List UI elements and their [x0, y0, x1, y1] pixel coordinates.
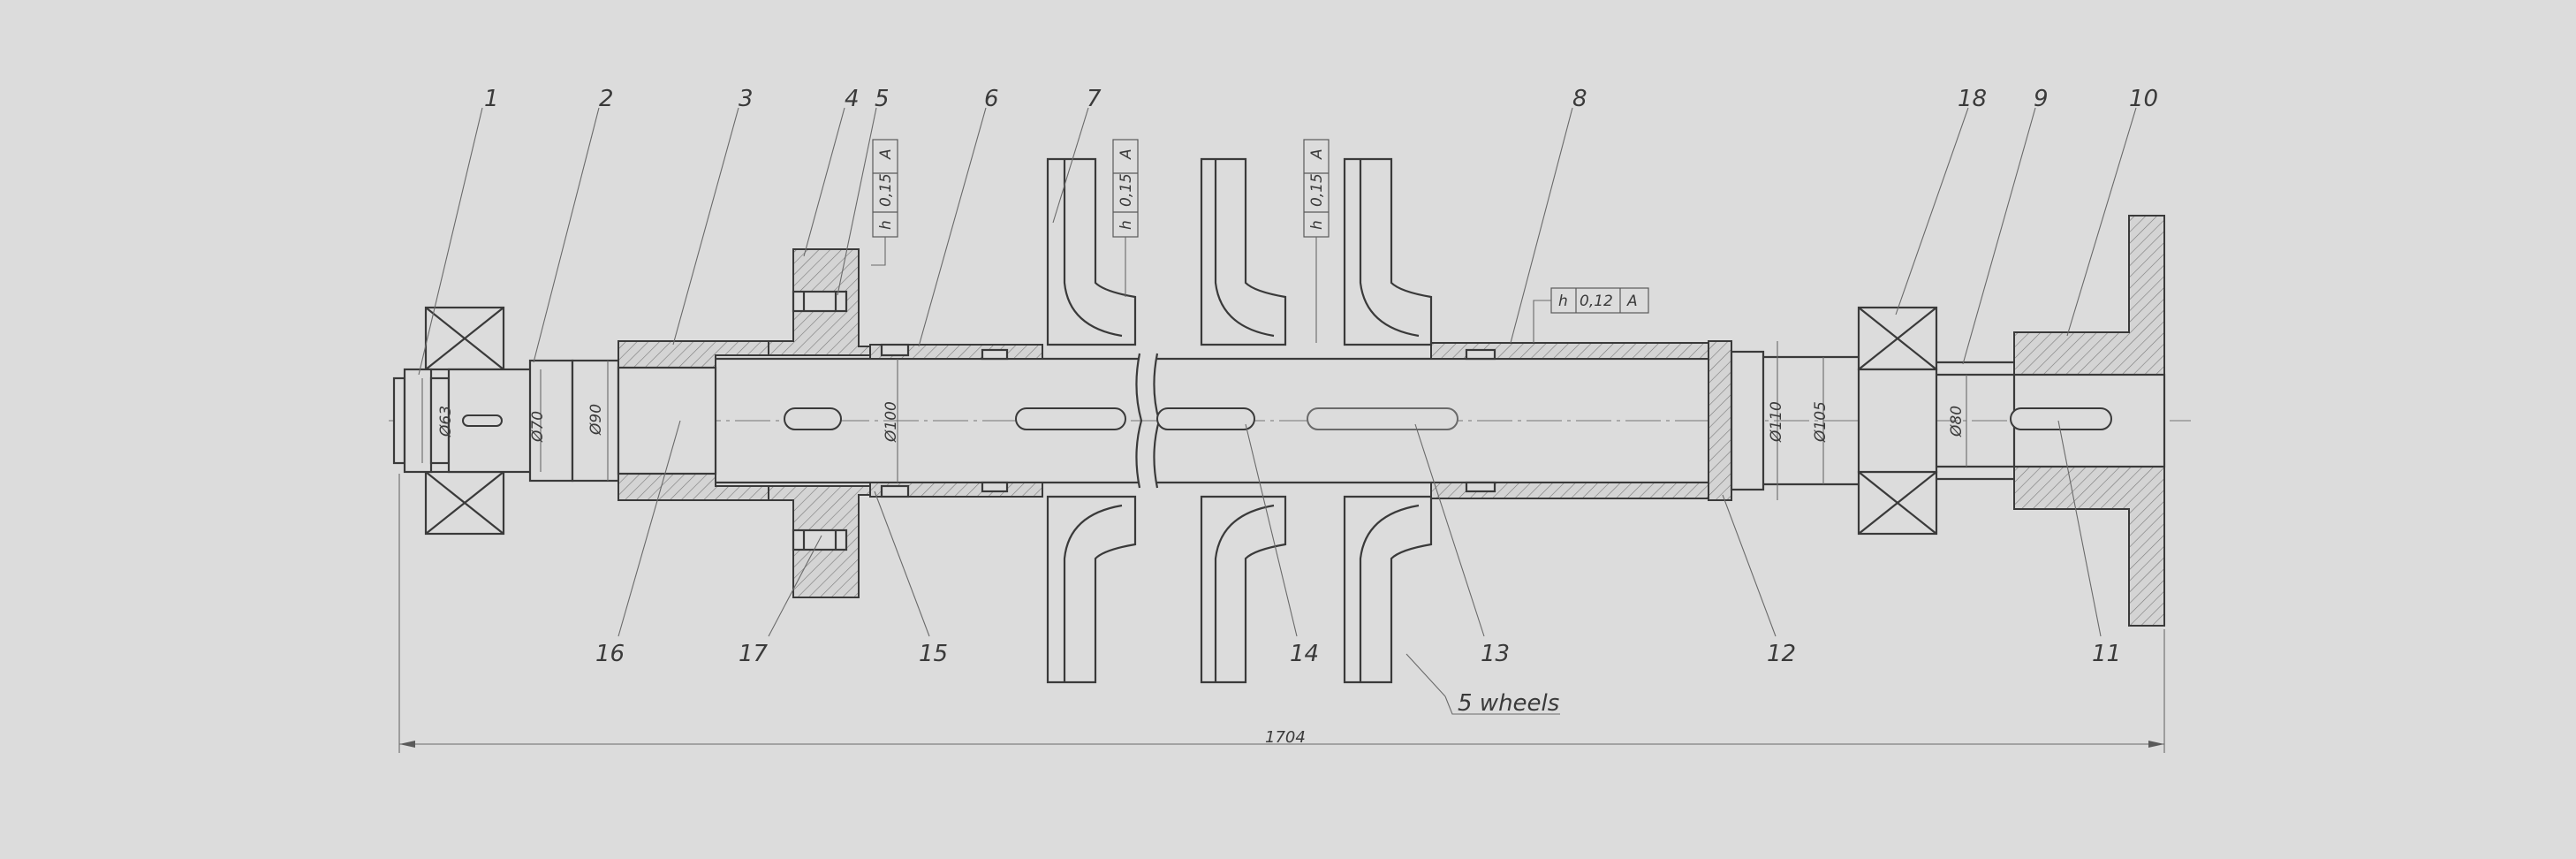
callout-3: 3 [739, 86, 754, 112]
callout-4: 4 [845, 86, 860, 112]
callout-17: 17 [739, 641, 769, 667]
impeller-wheel-3 [1343, 157, 1433, 684]
tolerance-frame-3: A 0,15 h [1303, 139, 1330, 343]
callout-14: 14 [1290, 641, 1319, 667]
callout-11: 11 [2092, 641, 2121, 667]
coupling [2010, 215, 2166, 627]
tol-3-value: 0,15 [1308, 173, 1326, 207]
tol-2-symbol: h [1118, 220, 1135, 230]
callout-5: 5 [875, 86, 890, 112]
main-shaft [716, 353, 1731, 489]
dim-90: Ø90 [587, 404, 605, 436]
tolerance-frame-2: A 0,15 h [1112, 139, 1139, 297]
diameter-dimensions: Ø63 Ø70 Ø90 Ø100 Ø110 Ø105 Ø80 [421, 341, 1967, 500]
right-bearing [1857, 306, 2014, 536]
callout-2: 2 [599, 86, 614, 112]
callout-9: 9 [2034, 86, 2049, 112]
dim-80: Ø80 [1948, 406, 1966, 437]
right-sleeve [1430, 342, 1732, 499]
callout-18: 18 [1958, 86, 1987, 112]
impeller-wheel-1 [1046, 157, 1137, 684]
tol-2-datum: A [1118, 148, 1135, 160]
callout-6: 6 [984, 86, 999, 112]
hub-sleeve [869, 343, 1043, 498]
dim-100: Ø100 [883, 401, 900, 443]
tol-1-symbol: h [877, 220, 895, 230]
tol-4-value: 0,12 [1580, 293, 1613, 310]
callout-7: 7 [1087, 86, 1102, 112]
tol-1-value: 0,15 [877, 173, 895, 207]
callout-15: 15 [919, 641, 948, 667]
dim-70: Ø70 [529, 411, 547, 443]
dim-105: Ø105 [1812, 401, 1830, 443]
collar-110 [1708, 340, 1859, 501]
callout-leaders [418, 107, 2137, 715]
total-length-label: 1704 [1265, 728, 1306, 747]
tolerance-frame-1: A 0,15 h [871, 139, 898, 266]
wheels-note: 5 wheels [1458, 690, 1559, 717]
tol-3-symbol: h [1308, 220, 1326, 230]
dim-63: Ø63 [437, 406, 455, 437]
sleeve-90 [571, 340, 769, 501]
impeller-wheel-2 [1200, 157, 1287, 684]
journal-70 [447, 359, 574, 483]
tol-1-datum: A [877, 148, 895, 160]
callout-13: 13 [1481, 641, 1510, 667]
dim-110: Ø110 [1768, 401, 1785, 443]
callout-numbers: 1 2 3 4 5 6 7 8 9 10 11 12 13 14 15 16 1… [484, 86, 2158, 667]
tol-4-datum: A [1626, 293, 1638, 310]
tol-3-datum: A [1308, 148, 1326, 160]
callout-10: 10 [2129, 86, 2158, 112]
tolerance-frame-4: h 0,12 A [1533, 287, 1649, 343]
callout-16: 16 [595, 641, 625, 667]
flange-disk [768, 248, 871, 598]
callout-12: 12 [1767, 641, 1796, 667]
tol-4-symbol: h [1558, 293, 1568, 310]
overall-length-dimension: 1704 [398, 474, 2165, 753]
callout-8: 8 [1572, 86, 1587, 112]
callout-1: 1 [484, 86, 499, 112]
tol-2-value: 0,15 [1118, 173, 1135, 207]
